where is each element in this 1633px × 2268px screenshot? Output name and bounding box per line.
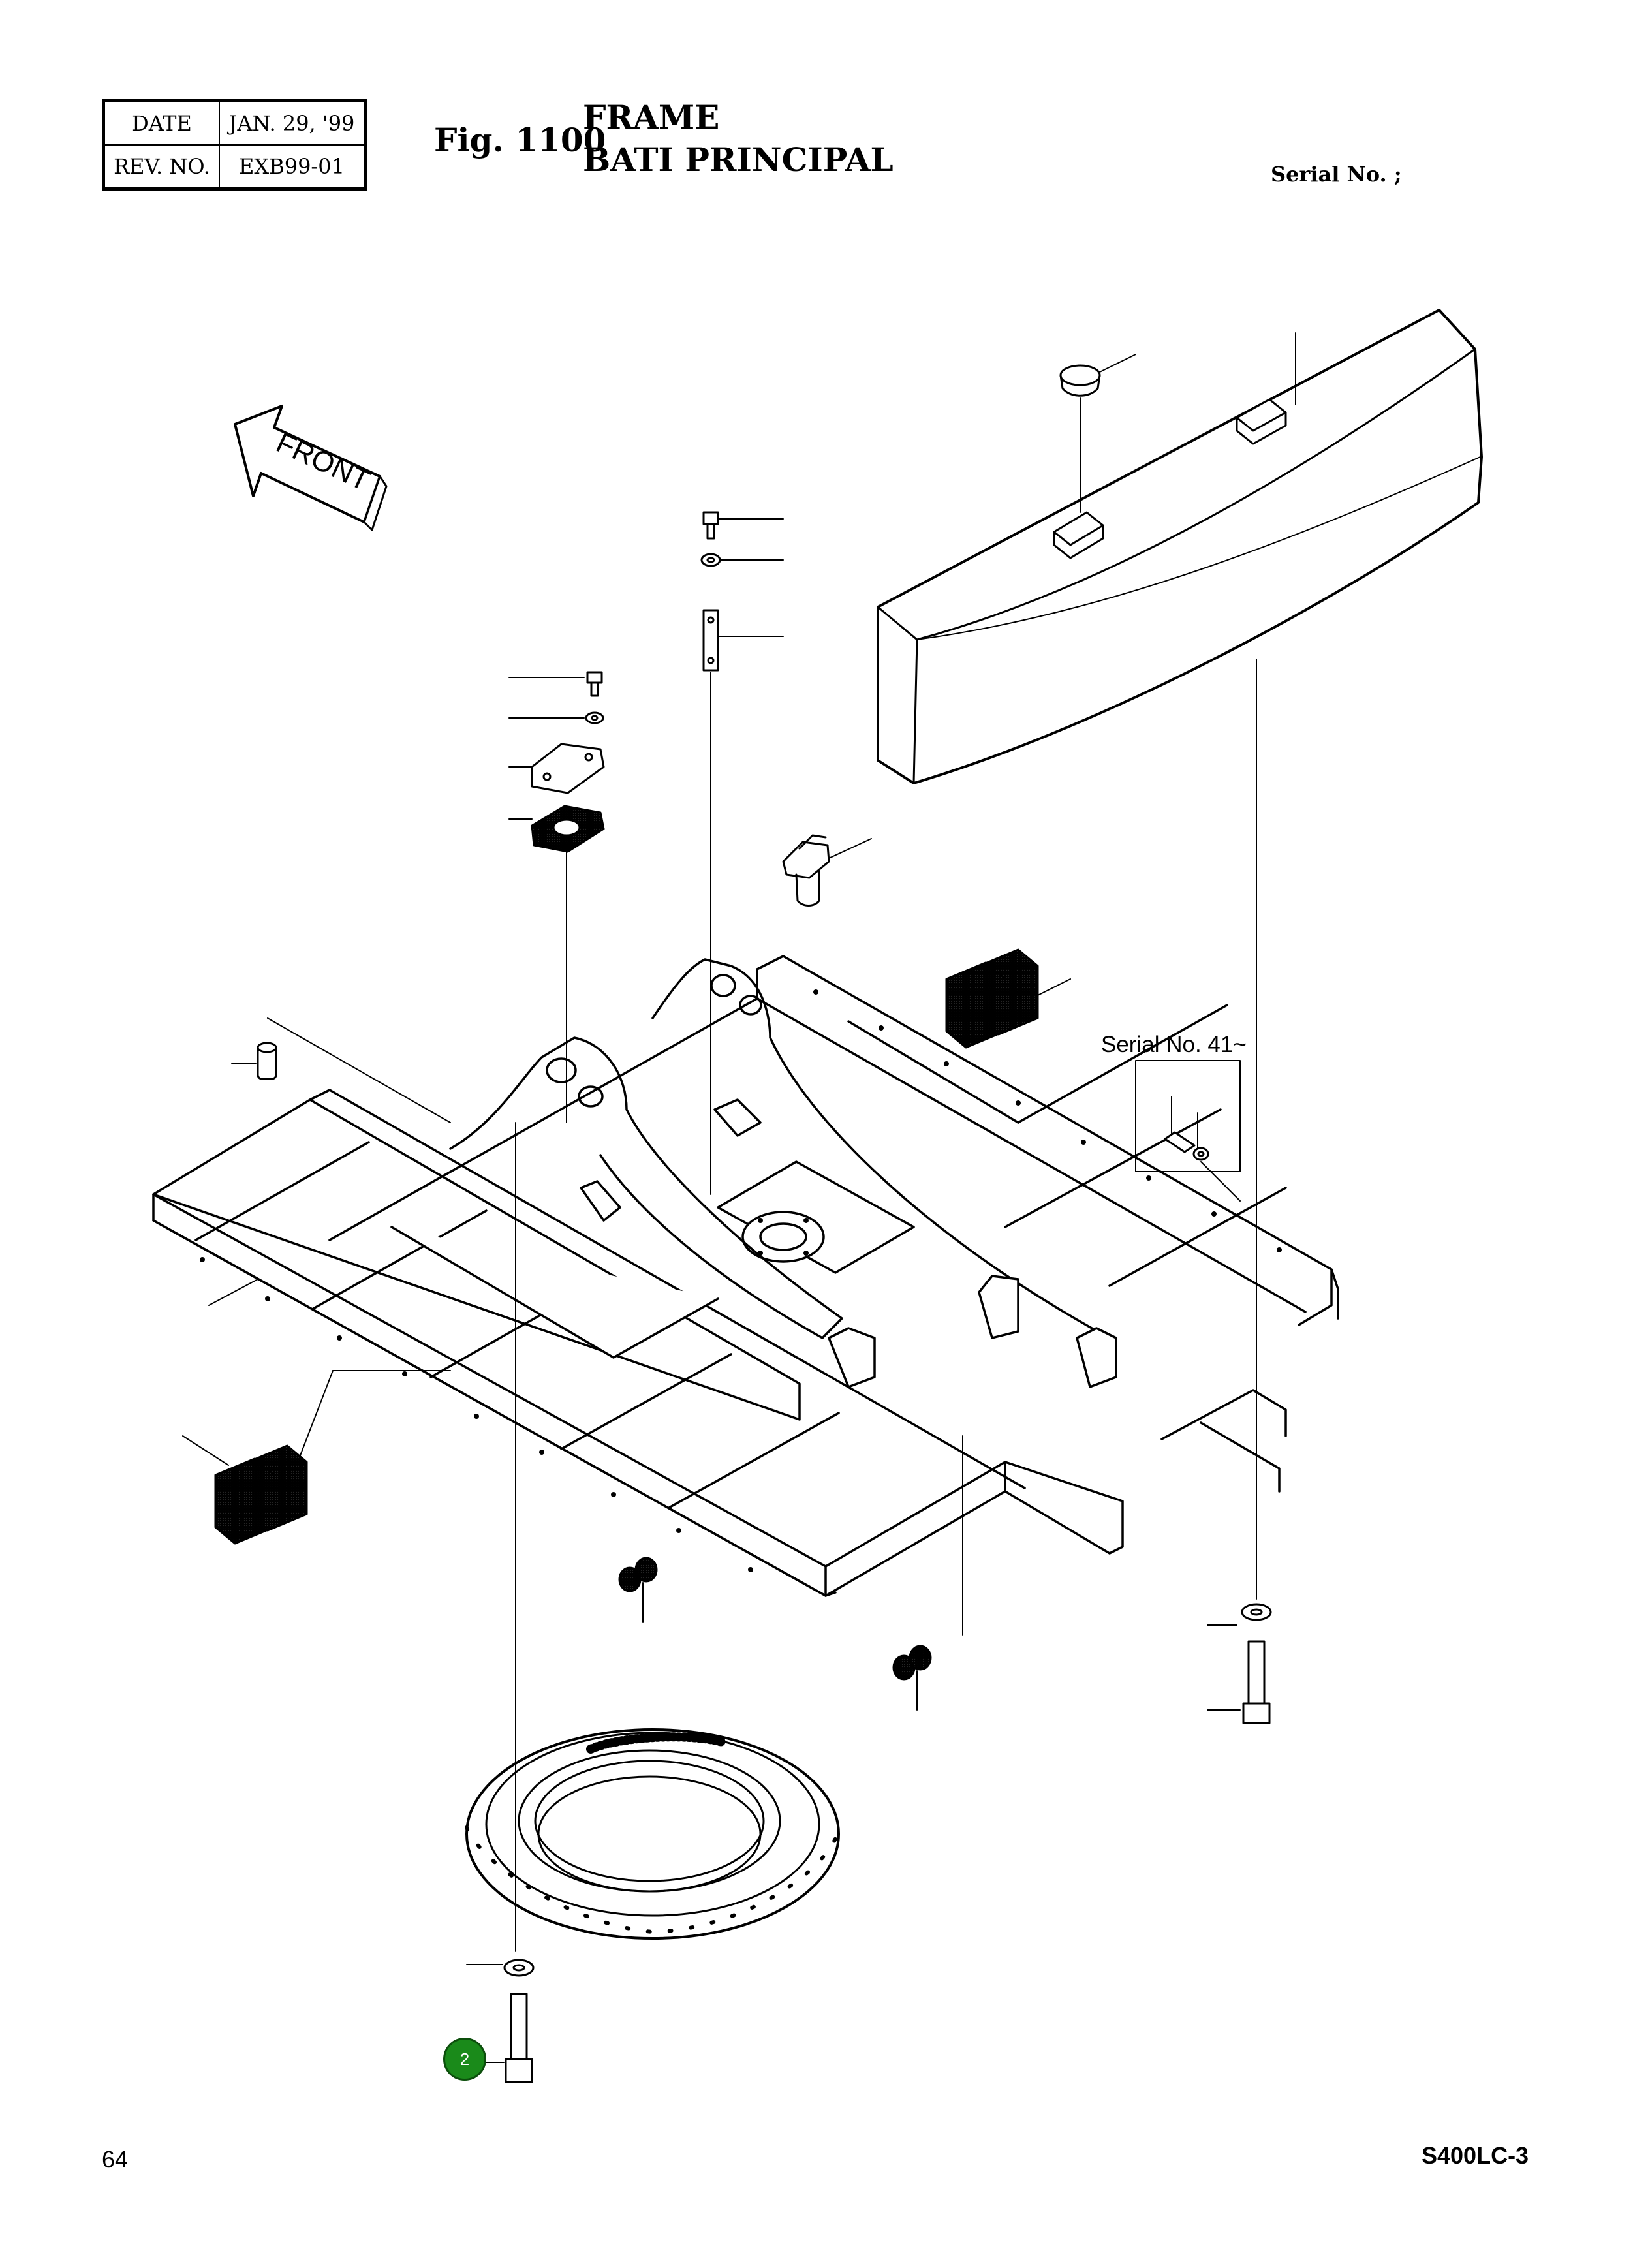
serial-41-detail [1135, 1060, 1241, 1202]
lock-pin-icon [782, 834, 872, 907]
pin-left [231, 1017, 451, 1123]
revision-table: DATE JAN. 29, '99 REV. NO. EXB99-01 [102, 99, 367, 191]
front-arrow-icon: FRONT [234, 405, 388, 531]
date-label: DATE [102, 100, 220, 146]
leader-lines [208, 659, 1257, 1306]
cover-stack-left [508, 671, 605, 1123]
callout-marker[interactable]: 2 [443, 2038, 486, 2081]
roller-right [892, 1435, 963, 1711]
serial-number-label: Serial No. ; [1271, 162, 1402, 187]
figure-number: Fig. 1100 [434, 121, 606, 159]
figure-title-en: FRAME [583, 98, 720, 136]
model-number: S400LC-3 [1422, 2142, 1529, 2169]
figure-title-fr: BATI PRINCIPAL [583, 140, 894, 179]
roller-left [618, 1557, 658, 1623]
swing-bearing [465, 1728, 841, 1940]
rail-bolt-holes [200, 989, 1282, 1572]
rubber-mount-lower [182, 1370, 451, 1545]
date-value: JAN. 29, '99 [219, 100, 366, 146]
rev-label: REV. NO. [102, 144, 220, 190]
cap-icon [1059, 332, 1296, 513]
bolt-stack-bottom [466, 1122, 535, 2083]
bolt-stack-center [700, 511, 784, 1195]
counterweight [877, 309, 1483, 784]
upper-frame [152, 955, 1339, 1597]
bolt-stack-right [1207, 685, 1272, 1724]
page-number: 64 [102, 2146, 129, 2173]
serial-41-label: Serial No. 41~ [1101, 1032, 1247, 1057]
rubber-mount-upper [945, 948, 1071, 1049]
rev-value: EXB99-01 [219, 144, 366, 190]
